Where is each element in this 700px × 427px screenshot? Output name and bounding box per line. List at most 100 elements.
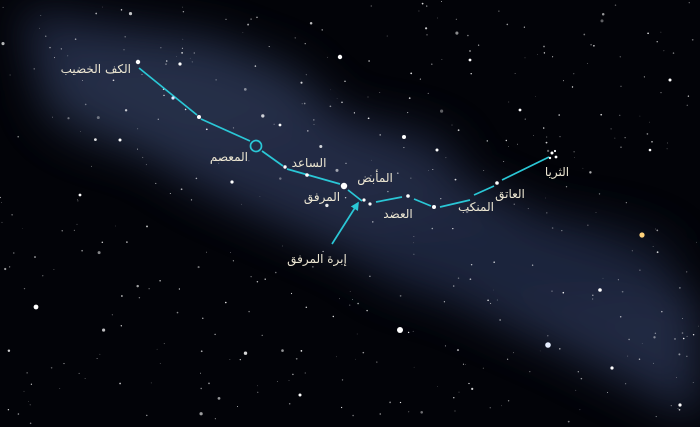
background-star: [281, 349, 284, 352]
background-star: [505, 139, 508, 142]
background-star: [587, 224, 589, 226]
star-kaff-2: [171, 96, 175, 100]
background-star: [655, 416, 657, 418]
background-star: [355, 358, 356, 360]
background-star: [155, 182, 157, 184]
background-star: [661, 310, 663, 313]
background-star: [206, 251, 208, 253]
label-saed: الساعد: [292, 156, 327, 170]
background-star: [621, 290, 624, 293]
background-star: [225, 18, 227, 21]
background-star: [76, 223, 78, 225]
background-star: [376, 361, 378, 363]
background-star: [457, 277, 460, 279]
background-star: [42, 275, 44, 277]
background-star: [282, 245, 283, 247]
background-star: [345, 162, 347, 164]
background-star: [159, 362, 161, 364]
background-star: [332, 315, 335, 318]
background-star: [506, 23, 509, 26]
background-star: [454, 410, 456, 412]
background-star: [396, 172, 399, 175]
background-star: [91, 165, 93, 167]
background-star: [678, 408, 681, 411]
background-star: [559, 136, 561, 138]
background-star: [28, 401, 29, 403]
background-star: [672, 52, 675, 54]
background-star: [163, 94, 165, 97]
background-star: [397, 327, 403, 333]
background-star: [169, 193, 171, 194]
background-star: [455, 18, 457, 20]
background-star: [686, 335, 688, 337]
background-star: [408, 97, 411, 99]
background-star: [546, 212, 548, 214]
background-star: [160, 47, 162, 49]
line-atiq-thurayya: [501, 156, 550, 181]
background-star: [573, 151, 575, 153]
background-star: [562, 80, 564, 82]
background-star: [288, 379, 290, 381]
background-star: [558, 114, 561, 116]
background-star: [410, 177, 412, 179]
background-star: [67, 55, 69, 57]
background-star: [178, 62, 182, 66]
background-star: [552, 56, 554, 58]
background-star: [524, 118, 526, 120]
background-star: [437, 386, 438, 388]
background-star: [686, 271, 688, 273]
background-star: [165, 60, 168, 62]
target-ring: [249, 139, 263, 153]
background-star: [33, 68, 35, 70]
background-star: [490, 302, 492, 304]
star-mirfaq: [340, 182, 348, 190]
background-star: [470, 72, 472, 75]
background-star: [236, 405, 239, 408]
background-star: [577, 371, 579, 373]
background-star: [34, 256, 36, 258]
background-star: [487, 299, 489, 302]
background-star: [322, 250, 324, 253]
background-star: [23, 287, 26, 290]
background-star: [643, 76, 646, 78]
background-star: [379, 413, 381, 415]
background-star: [80, 131, 81, 132]
background-star: [468, 382, 470, 385]
background-star: [305, 306, 308, 309]
background-star: [124, 35, 126, 38]
star-saed-2: [305, 173, 309, 177]
background-star: [138, 297, 141, 299]
background-star: [349, 304, 351, 306]
background-star: [692, 334, 695, 336]
background-star: [503, 161, 505, 162]
background-star: [631, 250, 633, 252]
background-star: [11, 213, 13, 216]
background-star: [469, 204, 473, 208]
background-star: [115, 225, 116, 227]
background-star: [435, 148, 439, 152]
background-star: [527, 208, 529, 210]
background-star: [431, 227, 434, 230]
line-mirfaq-mabid: [347, 189, 363, 202]
background-star: [465, 364, 466, 365]
background-star: [598, 193, 601, 195]
background-star: [63, 363, 65, 365]
background-star: [120, 325, 122, 327]
background-star: [628, 338, 630, 341]
background-star: [627, 355, 629, 357]
background-star: [77, 199, 78, 200]
background-star: [518, 108, 522, 112]
background-star: [182, 6, 184, 8]
background-star: [368, 60, 370, 62]
background-star: [440, 198, 442, 200]
background-star: [674, 338, 676, 340]
label-atiq: العاتق: [495, 187, 525, 202]
background-star: [469, 278, 472, 281]
background-star: [243, 351, 248, 355]
background-star: [95, 12, 98, 15]
background-star: [431, 63, 433, 65]
background-star: [462, 363, 465, 365]
background-star: [367, 96, 369, 98]
background-star: [193, 52, 195, 54]
